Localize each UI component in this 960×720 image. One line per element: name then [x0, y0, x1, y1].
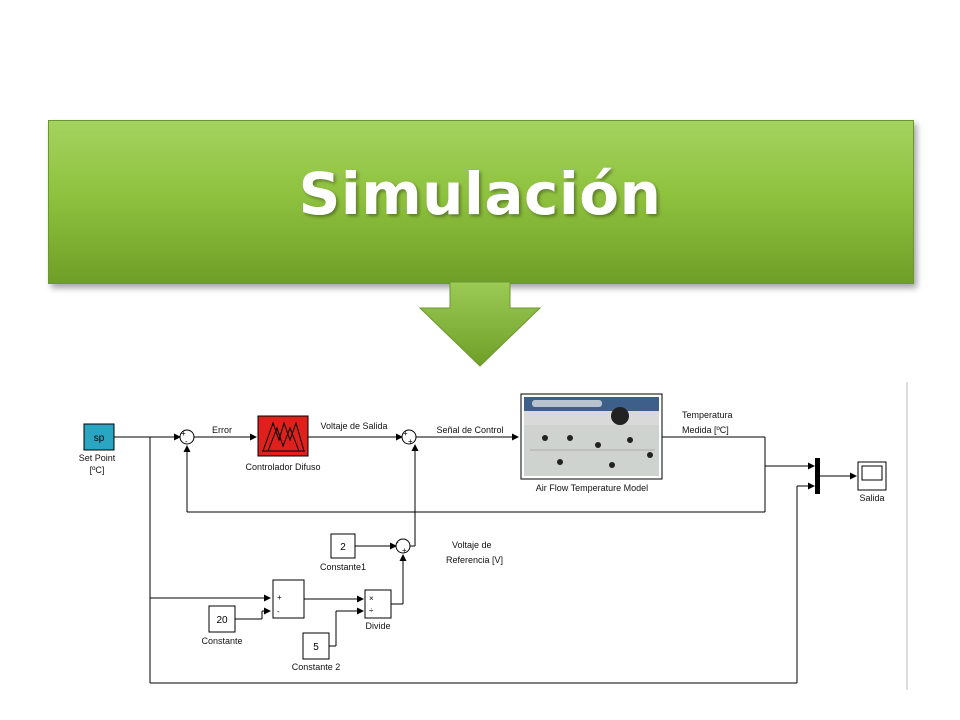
salida-label: Salida — [859, 493, 884, 503]
error-label: Error — [212, 425, 232, 435]
constante1-block[interactable] — [330, 533, 356, 559]
controller-label: Controlador Difuso — [245, 462, 320, 472]
constante-value: 20 — [216, 615, 228, 626]
sum4-plus: + — [277, 593, 282, 602]
divide-label: Divide — [365, 621, 390, 631]
sum1-plus: + — [181, 429, 186, 438]
sum4-minus: - — [277, 607, 280, 616]
banner-title: Simulación — [298, 160, 662, 228]
setpoint-block-text: sp — [94, 433, 105, 444]
title-banner — [48, 120, 914, 284]
sum2-plus-1: + — [403, 429, 408, 438]
setpoint-label-2: [ºC] — [90, 465, 105, 475]
sum-block-4[interactable] — [272, 579, 305, 619]
sum2-plus-2: + — [408, 437, 413, 446]
divide-mult: × — [369, 594, 374, 603]
plant-label: Air Flow Temperature Model — [536, 483, 648, 493]
setpoint-label-1: Set Point — [79, 453, 116, 463]
divide-block[interactable] — [364, 589, 392, 619]
temperatura-label-2: Medida [ºC] — [682, 425, 729, 435]
constante-block[interactable] — [208, 605, 236, 633]
mux-block[interactable] — [815, 458, 820, 494]
voltaje-ref-label-1: Voltaje de — [452, 540, 492, 550]
fuzzy-controller-block[interactable] — [257, 415, 309, 457]
voltaje-ref-label-2: Referencia [V] — [446, 555, 503, 565]
temperatura-label-1: Temperatura — [682, 410, 733, 420]
constante1-value: 2 — [340, 542, 346, 553]
constante2-block[interactable] — [302, 632, 330, 660]
senal-control-label: Señal de Control — [436, 425, 503, 435]
constante-label: Constante — [201, 636, 242, 646]
sum3-plus: + — [402, 546, 407, 555]
voltaje-salida-label: Voltaje de Salida — [320, 421, 387, 431]
constante1-label: Constante1 — [320, 562, 366, 572]
divide-div: ÷ — [369, 606, 374, 615]
sum3-minus: - — [396, 538, 399, 547]
constante2-label: Constante 2 — [292, 662, 341, 672]
constante2-value: 5 — [313, 642, 319, 653]
sum1-minus: - — [185, 437, 188, 446]
scope-icon — [861, 465, 883, 481]
